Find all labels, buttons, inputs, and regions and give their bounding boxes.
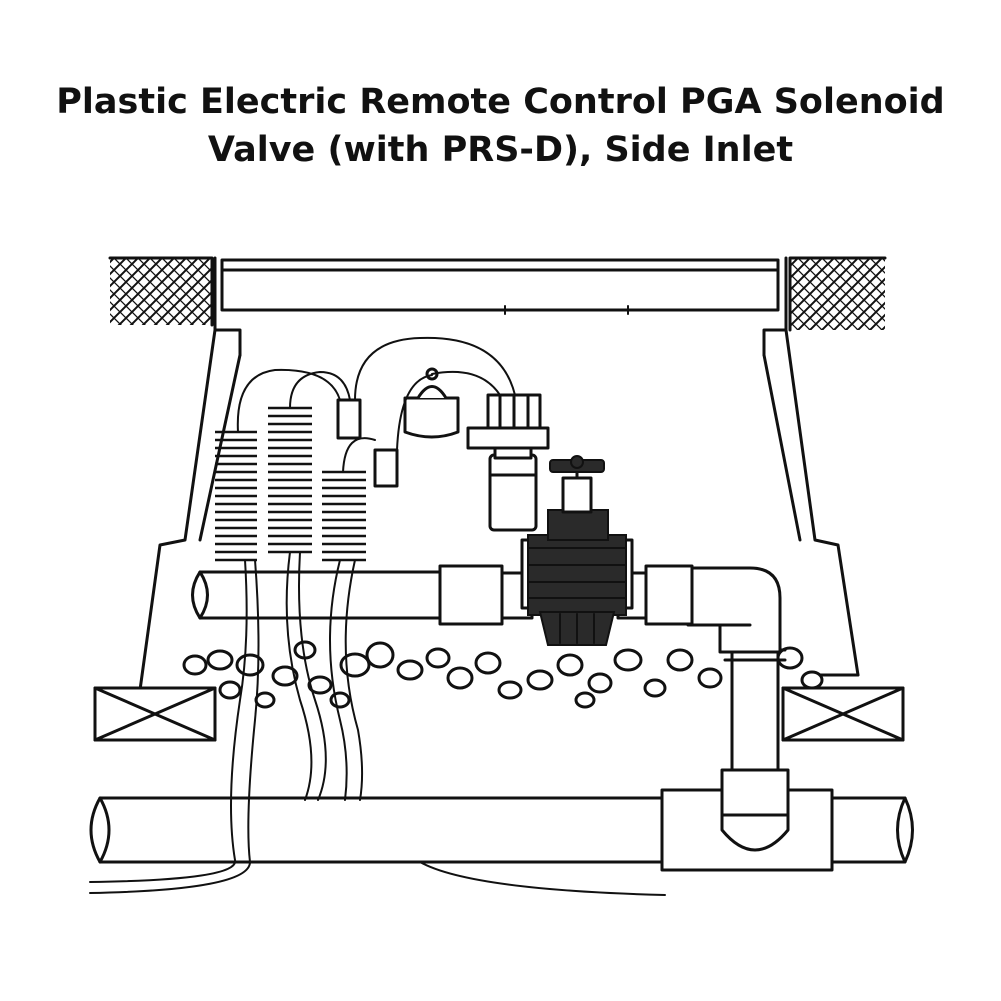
wire-connector-2	[373, 448, 399, 488]
wire-runs	[89, 336, 666, 896]
support-brick-right	[781, 686, 905, 742]
riser-pipe	[720, 648, 790, 852]
soil-left	[108, 256, 214, 327]
coiled-wire-2	[268, 406, 312, 554]
coiled-wire-3	[322, 470, 366, 562]
coiled-wire-1	[215, 430, 257, 562]
title-line-1: Plastic Electric Remote Control PGA Sole…	[56, 82, 945, 122]
pga-valve-body	[520, 509, 634, 646]
pipe-elbow	[686, 566, 782, 654]
support-brick-left	[93, 686, 217, 742]
title-line-2: Valve (with PRS-D), Side Inlet	[207, 130, 794, 170]
flow-control-handle	[549, 455, 605, 514]
soil-right	[788, 256, 887, 332]
valve-box-lid	[213, 256, 788, 357]
solenoid	[466, 393, 550, 532]
wire-connector-1	[336, 398, 362, 440]
prs-d-regulator	[403, 367, 460, 439]
diagram-title: Plastic Electric Remote Control PGA Sole…	[0, 78, 1001, 174]
gravel-bed	[182, 640, 824, 709]
